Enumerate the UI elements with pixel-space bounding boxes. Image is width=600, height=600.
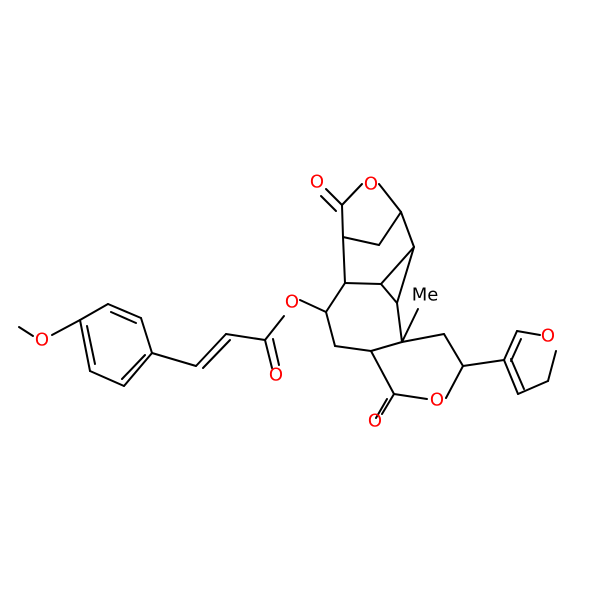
bond-aryl-6-inner xyxy=(86,325,96,365)
bond-lactone-ring-5 xyxy=(370,350,395,395)
bond-furan-4 xyxy=(516,330,541,336)
bond-aryl-5 xyxy=(89,370,125,387)
bond-methyl-methoxy-o xyxy=(18,326,34,337)
bond-aryl-vinyl xyxy=(151,352,197,367)
bond-bridge-4 xyxy=(400,211,415,248)
bond-bridge-carbonyl-inner xyxy=(320,195,337,212)
bond-core-4 xyxy=(396,302,403,343)
bond-lactone-ring-2 xyxy=(443,333,464,367)
bond-vinyl-double-inner xyxy=(202,339,231,369)
bond-ester-o-ring xyxy=(299,299,327,313)
bond-lactone-ring-3 xyxy=(445,365,464,399)
bond-cinnamate-c-o-double xyxy=(264,339,273,369)
bond-aryl-2 xyxy=(107,303,142,319)
bond-vinyl-double xyxy=(195,333,227,367)
bond-bridge-o-c xyxy=(341,183,363,206)
bond-furan-5-inner xyxy=(510,338,522,362)
bond-core-5 xyxy=(370,341,403,352)
bond-furan-3 xyxy=(547,350,557,382)
bond-bridge-5 xyxy=(396,246,415,304)
bond-cinnamate-c-ester-o xyxy=(264,315,285,341)
bond-furan-1-inner xyxy=(510,358,525,390)
oxygen-cinnamate-carbonyl-label: O xyxy=(269,365,283,386)
atom-label-layer: O O O O O O O O Me xyxy=(35,172,555,432)
bond-core-3 xyxy=(380,283,398,304)
bond-layer xyxy=(18,183,557,419)
bond-lactone-ring-1 xyxy=(401,333,445,343)
oxygen-methoxy-label: O xyxy=(35,330,49,351)
bond-furan-5 xyxy=(503,330,518,361)
oxygen-lactone-ring-carbonyl-label: O xyxy=(368,411,382,432)
bond-bridge-carbonyl xyxy=(325,188,343,206)
oxygen-furan-label: O xyxy=(541,326,555,347)
oxygen-lactone-ring-label: O xyxy=(430,390,444,411)
bond-bridge-3 xyxy=(378,211,402,246)
bond-core-7 xyxy=(325,311,336,347)
bond-vinyl-carbonyl xyxy=(225,333,266,341)
bond-lactone-carbonyl-inner xyxy=(375,398,388,419)
bond-aryl-6 xyxy=(79,319,91,372)
bond-bridge-o xyxy=(378,183,402,213)
bond-methyl xyxy=(401,308,419,343)
bond-furan-1 xyxy=(503,359,519,395)
oxygen-lactone-bridge-label: O xyxy=(364,174,378,195)
bond-furan-2 xyxy=(517,380,549,395)
bond-bridge-2 xyxy=(342,236,380,246)
bond-aryl-3 xyxy=(140,317,153,354)
bond-aryl-4 xyxy=(123,352,153,387)
bond-aryl-4-inner xyxy=(121,354,146,380)
bond-cinnamate-c-o-double-inner xyxy=(272,338,280,366)
bond-methoxy-o-aryl xyxy=(51,319,81,336)
bond-core-6 xyxy=(334,345,372,352)
bond-bridge-c-down xyxy=(341,204,344,238)
bond-lactone-carbonyl xyxy=(381,393,395,415)
bond-aryl-1 xyxy=(79,303,109,321)
bond-bridge-6 xyxy=(380,246,415,285)
methyl-label: Me xyxy=(412,285,439,306)
bond-bridge-1 xyxy=(342,236,346,284)
oxygen-lactone-bridge-carbonyl-label: O xyxy=(310,172,324,193)
bond-core-2 xyxy=(344,282,382,285)
oxygen-ester-link-label: O xyxy=(285,292,299,313)
bond-furan-link xyxy=(462,359,505,367)
bond-lactone-ring-4 xyxy=(393,393,428,400)
bond-aryl-2-inner xyxy=(110,311,137,324)
bond-core-1 xyxy=(325,282,346,313)
